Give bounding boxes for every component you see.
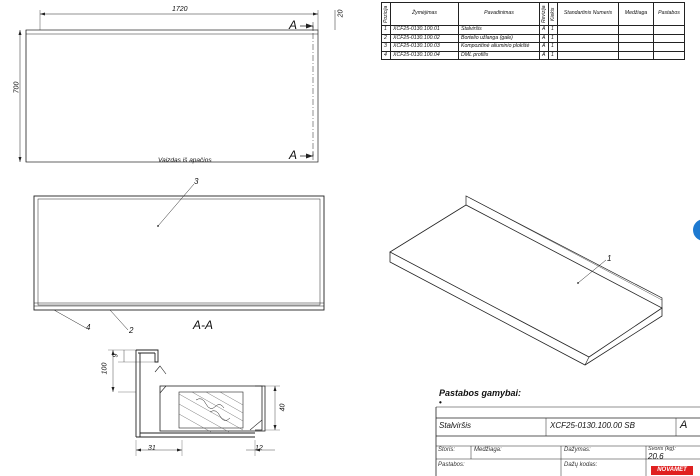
bom-cell-designation: XCF25-0130.100.04 (390, 50, 459, 60)
label-storis: Storis: (438, 447, 456, 453)
balloon-1: 1 (607, 254, 612, 263)
bom-cell-designation: XCF25-0130.100.02 (390, 33, 459, 43)
bom-cell-qty: 1 (548, 25, 558, 35)
label-dazu-kodas: Dažų kodas: (564, 462, 598, 468)
bom-cell-std (557, 42, 619, 52)
bom-row: 3 XCF25-0130.100.03 Kompozitinė aliumini… (381, 42, 685, 52)
bottom-view-outline (25, 29, 319, 163)
bom-cell-material (618, 25, 654, 35)
bom-cell-material (618, 33, 654, 43)
bom-cell-rev: A (539, 25, 549, 35)
balloon-3: 3 (194, 177, 199, 186)
bom-cell-pos: 4 (381, 50, 391, 60)
bom-cell-designation: XCF25-0130.100.01 (390, 25, 459, 35)
bom-row: 1 XCF25-0130.100.01 Stalviršis A 1 (381, 25, 685, 35)
bom-cell-pos: 1 (381, 25, 391, 35)
bom-cell-std (557, 50, 619, 60)
value-svoris: 20.6 (648, 452, 664, 461)
bom-header-row: Pozicija Žymėjimas Pavadinimas Revizija … (381, 2, 685, 26)
bom-cell-rev: A (539, 42, 549, 52)
bom-cell-name: Kompozitinė aliuminio plokštė (458, 42, 540, 52)
bom-header-name: Pavadinimas (458, 2, 540, 26)
notes-bullet: • (439, 398, 442, 407)
dim-length: 1720 (172, 6, 188, 13)
company-logo: NOVAMET (651, 466, 693, 475)
label-pastabos: Pastabos: (438, 462, 465, 468)
section-view-outline (33, 195, 325, 311)
bom-cell-rev: A (539, 33, 549, 43)
dim-upstand: 100 (101, 362, 109, 375)
bom-cell-material (618, 42, 654, 52)
bom-row: 2 XCF25-0130.100.02 Bortelio užlanga (ga… (381, 33, 685, 43)
bill-of-materials: Pozicija Žymėjimas Pavadinimas Revizija … (381, 2, 685, 60)
bom-row: 4 XCF25-0130.100.04 DML profilis A 1 (381, 50, 685, 60)
balloon-4: 4 (86, 323, 91, 332)
bom-cell-std (557, 33, 619, 43)
bom-cell-note (653, 33, 685, 43)
bom-cell-qty: 1 (548, 50, 558, 60)
dim-12: 12 (255, 445, 263, 452)
bottom-view-caption: Vaizdas iš apačios (158, 157, 212, 164)
bom-cell-name: DML profilis (458, 50, 540, 60)
dim-40: 40 (279, 403, 287, 412)
bom-cell-std (557, 25, 619, 35)
bom-cell-name: Stalviršis (458, 25, 540, 35)
bom-cell-pos: 3 (381, 42, 391, 52)
dim-thickness: 20 (337, 9, 345, 18)
notes-title: Pastabos gamybai: (439, 388, 522, 398)
bom-header-pos: Pozicija (381, 2, 391, 26)
bom-cell-pos: 2 (381, 33, 391, 43)
bom-header-std: Standartinis Numeris (557, 2, 619, 26)
label-medziaga: Medžiaga: (474, 447, 502, 453)
bom-cell-note (653, 25, 685, 35)
bom-cell-designation: XCF25-0130.100.03 (390, 42, 459, 52)
dim-31: 31 (148, 445, 156, 452)
section-marker-top: A (289, 18, 298, 32)
title-part-name: Stalviršis (439, 421, 472, 430)
dim-width: 700 (13, 81, 21, 94)
bom-header-note: Pastabos (653, 2, 685, 26)
balloon-2: 2 (129, 326, 134, 335)
side-panel-toggle[interactable] (693, 219, 700, 241)
title-drawing-number: XCF25-0130.100.00 SB (550, 421, 635, 430)
bom-cell-note (653, 42, 685, 52)
label-dazymas: Dažymas: (564, 447, 591, 453)
bom-header-qty: Kiekis (548, 2, 558, 26)
bom-cell-qty: 1 (548, 33, 558, 43)
bom-cell-qty: 1 (548, 42, 558, 52)
bom-header-rev: Revizija (539, 2, 549, 26)
bom-cell-name: Bortelio užlanga (gale) (458, 33, 540, 43)
bom-header-material: Medžiaga (618, 2, 654, 26)
bom-cell-rev: A (539, 50, 549, 60)
bom-cell-note (653, 50, 685, 60)
title-revision: A (680, 419, 688, 431)
section-label: A-A (193, 318, 214, 332)
section-marker-bottom: A (289, 148, 298, 162)
label-svoris: Svoris (kg): (648, 446, 676, 452)
dim-9: 9 (112, 353, 120, 358)
bom-header-designation: Žymėjimas (390, 2, 459, 26)
bom-cell-material (618, 50, 654, 60)
